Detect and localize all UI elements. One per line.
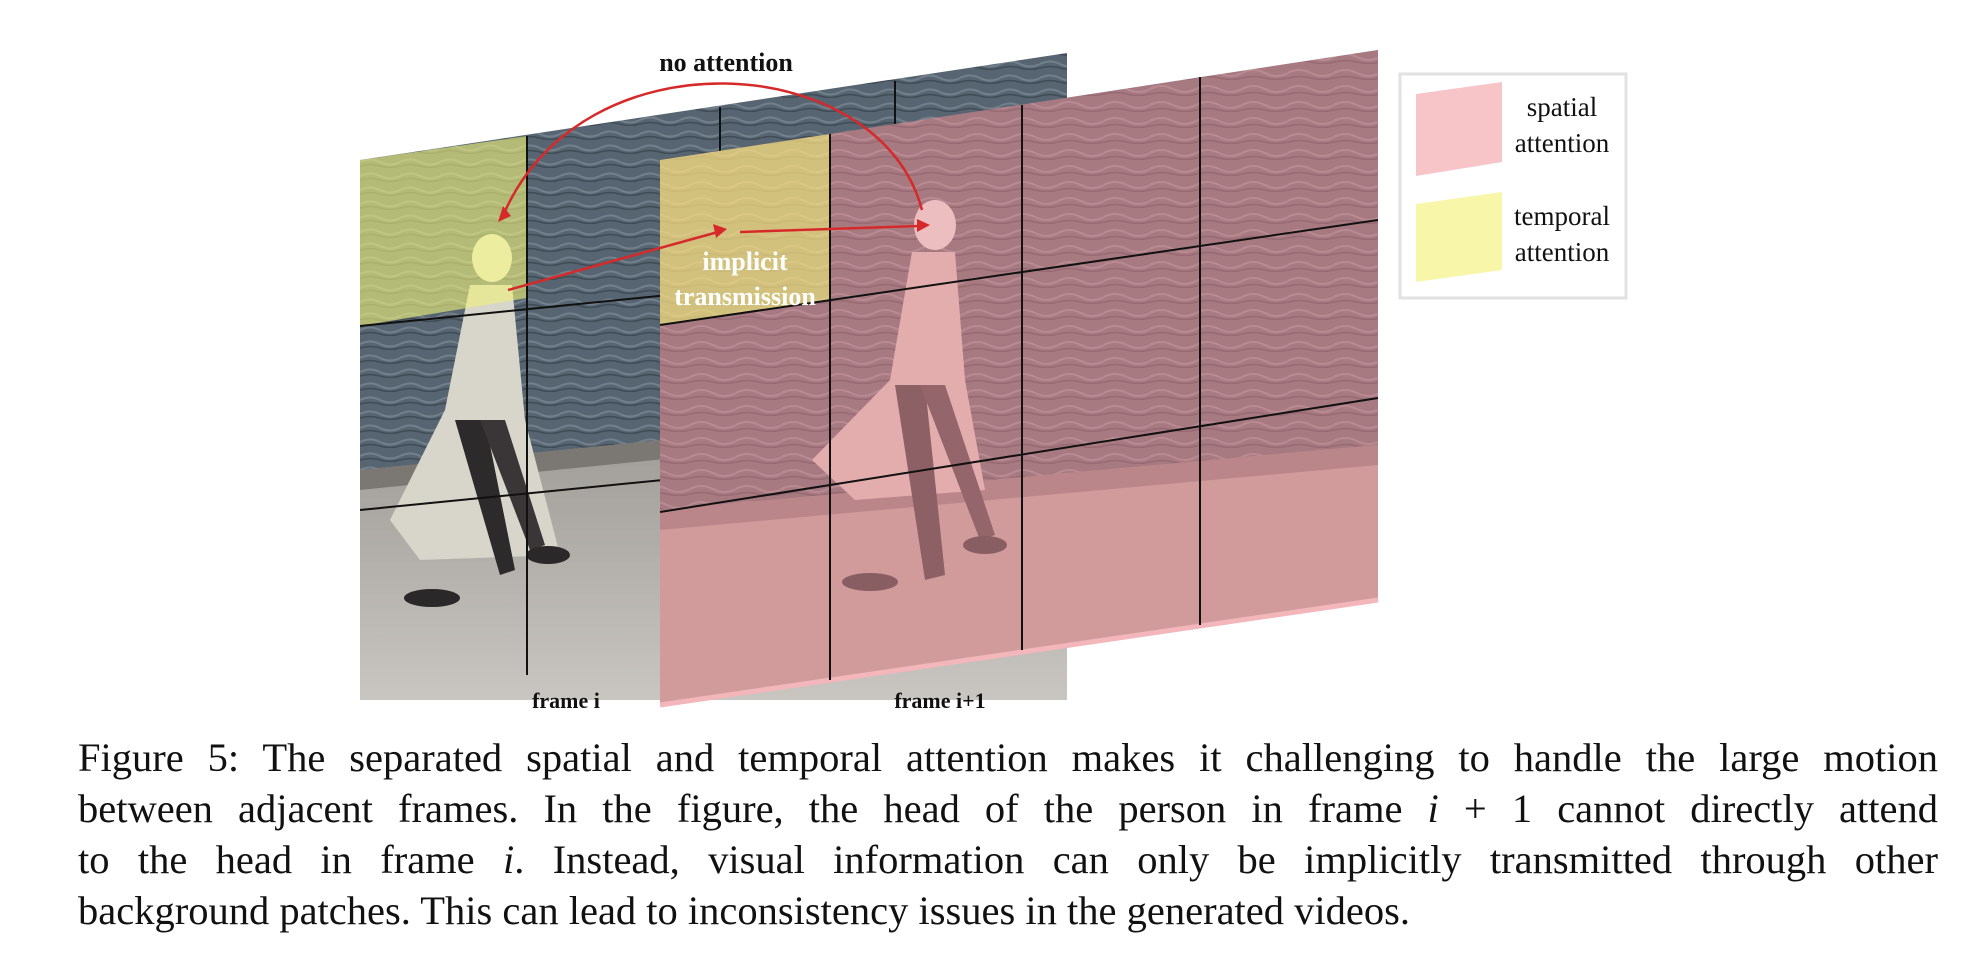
frame-i-plus-1-edge xyxy=(659,597,1379,708)
legend-swatch-spatial xyxy=(1416,82,1502,176)
arrows xyxy=(498,82,930,292)
caption-line-3-text-a: to the head in frame xyxy=(78,837,503,882)
implicit-arrowhead-1 xyxy=(713,224,727,238)
caption-math-i-2: i xyxy=(502,837,515,882)
caption-line-2-text-b: cannot directly attend xyxy=(1532,786,1938,831)
person-frame-i-plus-1 xyxy=(812,200,1007,591)
temporal-patch-frame-i-plus-1 xyxy=(660,134,830,325)
caption-math-i-1: i xyxy=(1427,786,1439,831)
frame-i-plus-1-plane xyxy=(660,50,1378,705)
caption-line-4: background patches. This can lead to inc… xyxy=(78,888,1411,933)
figure-illustration: no attention implicit transmission frame… xyxy=(359,48,1628,713)
frame-i-plus-1-label: frame i+1 xyxy=(894,688,985,713)
implicit-arrow-1 xyxy=(507,230,719,292)
spatial-overlay-frame-i-plus-1 xyxy=(660,50,1378,705)
figure-caption: Figure 5: The separated spatial and temp… xyxy=(78,732,1938,936)
legend-spatial-line2: attention xyxy=(1515,128,1610,158)
no-attention-arrowhead xyxy=(498,206,511,222)
legend-temporal-line1: temporal xyxy=(1514,201,1610,231)
no-attention-label: no attention xyxy=(659,48,793,77)
implicit-arrowhead-2 xyxy=(917,219,930,232)
implicit-arrow-2 xyxy=(739,224,919,234)
temporal-patch-frame-i xyxy=(360,136,527,326)
legend-swatch-temporal xyxy=(1416,192,1502,282)
frame-i-plus-1-grid xyxy=(659,77,1379,680)
caption-line-3: to the head in frame i. Instead, visual … xyxy=(78,834,1938,885)
legend-temporal-line2: attention xyxy=(1515,237,1610,267)
caption-line-2-text-a: between adjacent frames. In the figure, … xyxy=(78,786,1428,831)
no-attention-arrow xyxy=(500,82,924,219)
caption-line-3-text-b: . Instead, visual information can only b… xyxy=(514,837,1938,882)
caption-line-1: Figure 5: The separated spatial and temp… xyxy=(78,735,1938,780)
frame-i-label: frame i xyxy=(532,688,600,713)
caption-math-plus-one: + 1 xyxy=(1438,786,1533,831)
implicit-label-line2: transmission xyxy=(674,282,816,311)
implicit-label-line1: implicit xyxy=(702,247,788,276)
caption-line-2: between adjacent frames. In the figure, … xyxy=(78,783,1938,834)
legend-spatial-line1: spatial xyxy=(1527,92,1597,122)
legend: spatial attention temporal attention xyxy=(1398,72,1628,300)
